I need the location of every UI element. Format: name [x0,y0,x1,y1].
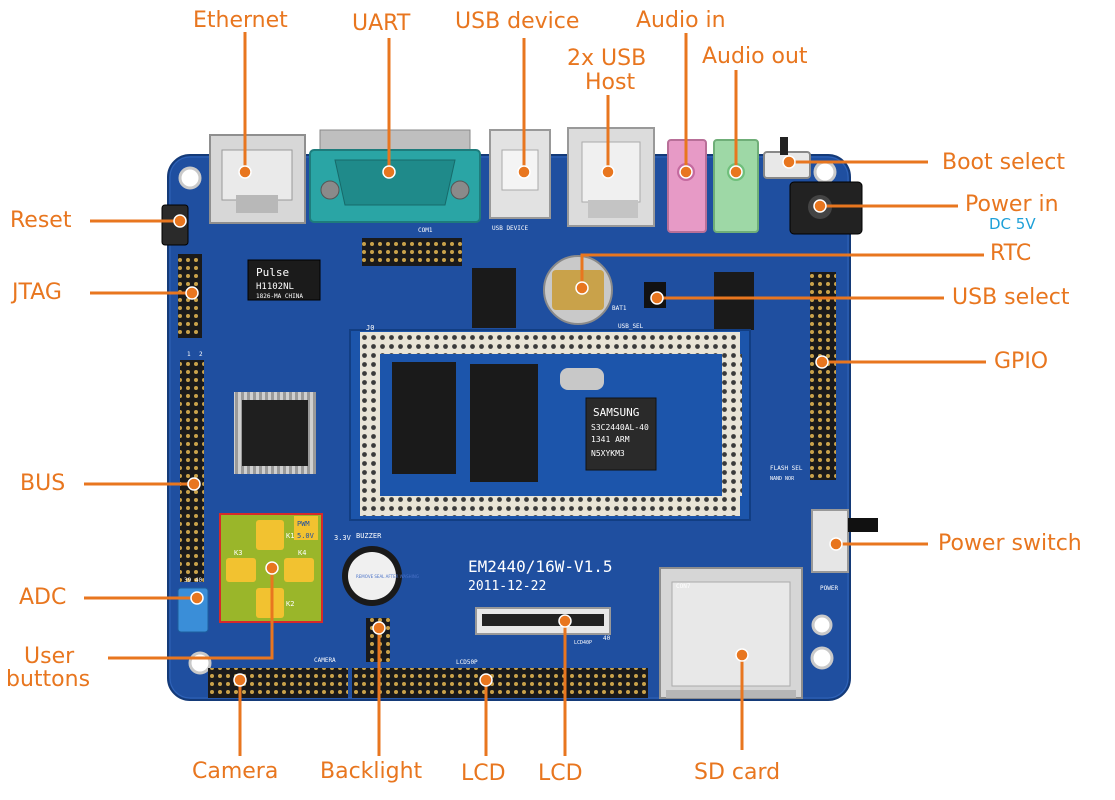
bus-header [180,360,204,582]
silk-k2: K2 [286,600,294,608]
magnetics-sub: 1826-MA CHINA [256,293,303,300]
silk-pin2: 2 [199,351,203,358]
camera-header [208,668,348,698]
label-usb-host-2: Host [585,70,636,95]
core-module [349,329,751,521]
silk-pwm: PWM [297,520,310,528]
magnetics-brand: Pulse [256,266,289,279]
label-audio-in: Audio in [636,8,726,33]
label-boot-select: Boot select [942,150,1065,175]
label-usb-device: USB device [455,9,580,34]
chip-line3: N5XYKM3 [591,449,625,458]
board-date: 2011-12-22 [468,579,546,594]
magnetics-part: H1102NL [256,282,294,292]
label-gpio: GPIO [994,349,1049,374]
label-audio-out: Audio out [702,44,808,69]
silk-pin39-40: 39 40 [184,577,202,584]
label-adc: ADC [19,585,67,610]
label-usb-select: USB select [952,285,1070,310]
sd-card-slot [659,567,803,699]
silk-usb-device: USB DEVICE [492,225,529,232]
silk-k4: K4 [298,549,306,557]
label-lcd-40p: LCD [538,761,583,786]
silk-camera: CAMERA [314,657,336,664]
uart-connector [309,129,481,223]
callout-lines [84,32,986,756]
silk-j0: J0 [366,324,374,332]
label-user-buttons-2: buttons [6,667,91,692]
buzzer [342,546,402,606]
silk-pin1: 1 [187,351,191,358]
label-power-switch: Power switch [938,531,1082,556]
magnetics-chip [247,259,321,301]
lcd50p-header [352,668,648,698]
silk-con7: CON7 [676,583,691,590]
ethernet-controller-chip [242,400,308,466]
chip-brand: SAMSUNG [593,406,639,419]
label-uart: UART [352,11,411,36]
silk-nand-nor: NAND NOR [770,476,795,482]
label-reset: Reset [10,208,72,233]
board-model: EM2440/16W-V1.5 [468,557,613,576]
chip-part: S3C2440AL-40 [591,423,649,432]
silk-k1: K1 [286,532,294,540]
label-power-in: Power in [965,192,1059,217]
silk-5v: 5.0V [297,532,315,540]
com1-header [362,238,462,266]
silk-33v: 3.3V [334,534,352,542]
silk-lcd40p: LCD40P [574,640,592,646]
gpio-header [810,272,836,480]
silk-k3: K3 [234,549,242,557]
label-jtag: JTAG [12,280,62,305]
callout-dots [173,155,843,687]
label-usb-host-1: 2x USB [567,46,647,71]
chip-line2: 1341 ARM [591,435,630,444]
label-camera: Camera [192,759,279,784]
label-power-in-sub: DC 5V [989,215,1036,233]
label-lcd-50p: LCD [461,761,506,786]
label-ethernet: Ethernet [193,8,288,33]
ethernet-jack [209,134,306,224]
label-bus: BUS [20,471,66,496]
label-user-buttons-1: User [24,644,75,669]
silk-flash-sel: FLASH SEL [770,465,803,472]
silk-pin40: 40 [603,635,611,642]
silk-usb-sel: USB_SEL [618,323,644,330]
label-sd-card: SD card [694,760,781,785]
buzzer-sticker: REMOVE SEAL AFTER WASHING [356,574,419,579]
silk-bat1: BAT1 [612,305,627,312]
silk-com1: COM1 [418,227,433,234]
buzzer-label: BUZZER [356,532,382,540]
label-rtc: RTC [990,241,1032,266]
silk-lcd50p: LCD50P [456,659,478,666]
label-backlight: Backlight [320,759,423,784]
silk-power: POWER [820,585,838,592]
